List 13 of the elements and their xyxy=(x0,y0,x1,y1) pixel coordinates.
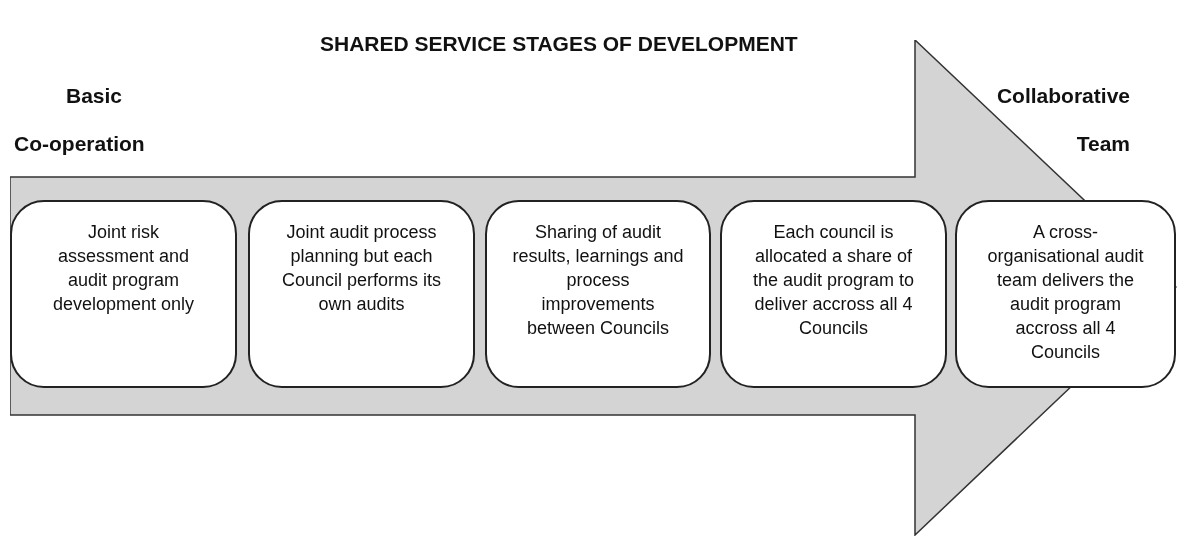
stage-text: A cross-organisational audit team delivers the audit program accross all 4 Councils xyxy=(986,221,1145,364)
stage-box xyxy=(955,200,1176,388)
stage-label: Collaborative Team xyxy=(995,83,1130,157)
stage-text: Each council is allocated a share of the audit program to deliver accross all 4 Councils xyxy=(751,221,916,340)
stage-text: Sharing of audit results, learnings and process improvements between Councils xyxy=(511,221,685,340)
diagram-title: SHARED SERVICE STAGES OF DEVELOPMENT xyxy=(320,32,798,56)
stage-box xyxy=(485,200,711,388)
stage-box xyxy=(720,200,947,388)
stage-text: Joint audit process planning but each Council performs its own audits xyxy=(281,221,442,316)
stage-text: Joint risk assessment and audit program development only xyxy=(51,221,196,316)
stage-label: Basic Co-operation xyxy=(14,83,146,157)
stage-box xyxy=(10,200,237,388)
stage-box xyxy=(248,200,475,388)
